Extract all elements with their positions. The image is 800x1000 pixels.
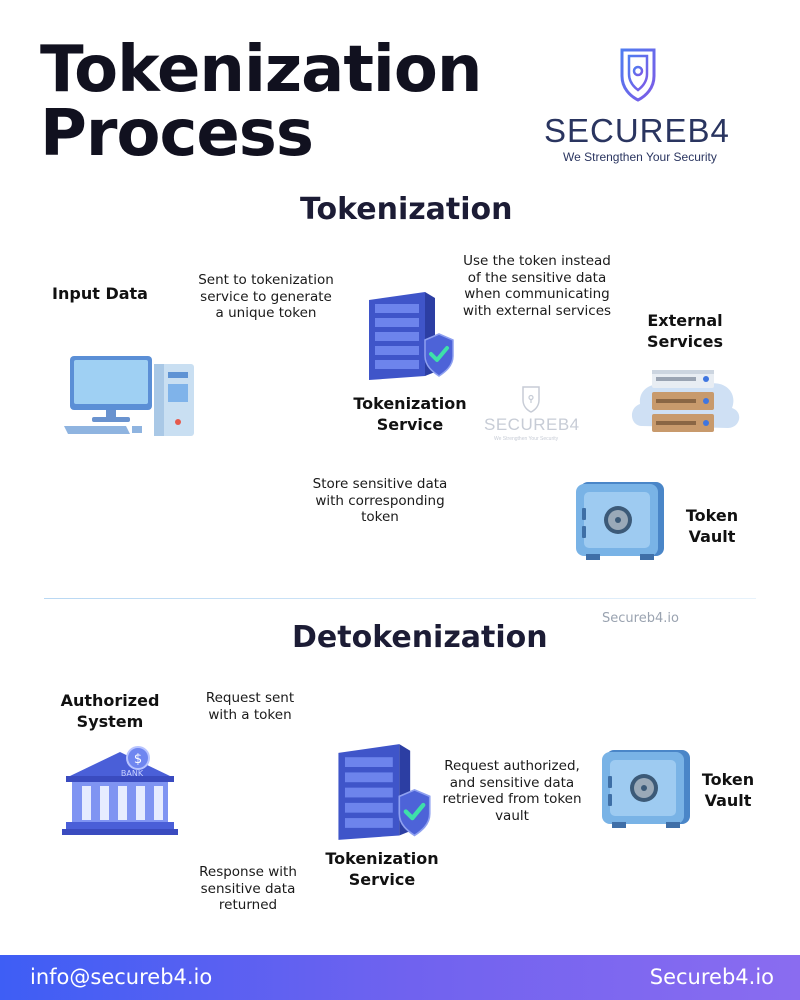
step3-description: Store sensitive data with corresponding … (312, 476, 448, 525)
section-heading-tokenization: Tokenization (300, 192, 513, 227)
section-heading-detokenization: Detokenization (292, 620, 548, 655)
token-vault-label: Token Vault (685, 506, 739, 546)
watermark-brand-name: SECUREB4 (484, 415, 580, 434)
computer-icon (64, 356, 194, 436)
step1-description: Sent to tokenization service to generate… (198, 272, 334, 321)
bank-icon: $ BANK (62, 746, 178, 835)
bank-sign: BANK (121, 769, 144, 778)
request-description: Request sent with a token (205, 690, 295, 723)
brand-watermark: SECUREB4 We Strengthen Your Security (484, 385, 584, 445)
brand-logo: SECUREB4 We Strengthen Your Security (530, 44, 760, 169)
page-title: Tokenization Process (40, 33, 482, 171)
watermark-site: Secureb4.io (602, 611, 679, 626)
vault-icon-detokenization (602, 750, 690, 828)
brand-name: SECUREB4 (544, 112, 730, 149)
response-description: Response with sensitive data returned (199, 864, 297, 913)
watermark-tagline: We Strengthen Your Security (494, 436, 559, 442)
vault-icon (576, 482, 664, 560)
server-icon (369, 292, 454, 380)
tokenization-service-label: Tokenization Service (353, 394, 467, 434)
section-divider (44, 598, 756, 599)
shield-lock-icon (522, 386, 540, 413)
external-services-label: External Services (646, 311, 724, 351)
token-vault-label-detokenization: Token Vault (701, 770, 755, 810)
brand-tagline: We Strengthen Your Security (563, 150, 717, 164)
server-icon-detokenization (338, 744, 431, 840)
footer-site-link[interactable]: Secureb4.io (649, 965, 774, 989)
svg-text:$: $ (134, 752, 142, 767)
footer-bar: info@secureb4.io Secureb4.io (0, 955, 800, 1000)
step2-description: Use the token instead of the sensitive d… (462, 253, 612, 319)
cloud-server-icon (631, 370, 740, 432)
authorized-description: Request authorized, and sensitive data r… (442, 758, 582, 824)
authorized-system-label: Authorized System (60, 691, 160, 731)
detokenization-service-label: Tokenization Service (325, 849, 439, 889)
input-data-label: Input Data (52, 284, 148, 303)
shield-lock-icon (620, 48, 656, 102)
footer-email-link[interactable]: info@secureb4.io (30, 965, 213, 989)
